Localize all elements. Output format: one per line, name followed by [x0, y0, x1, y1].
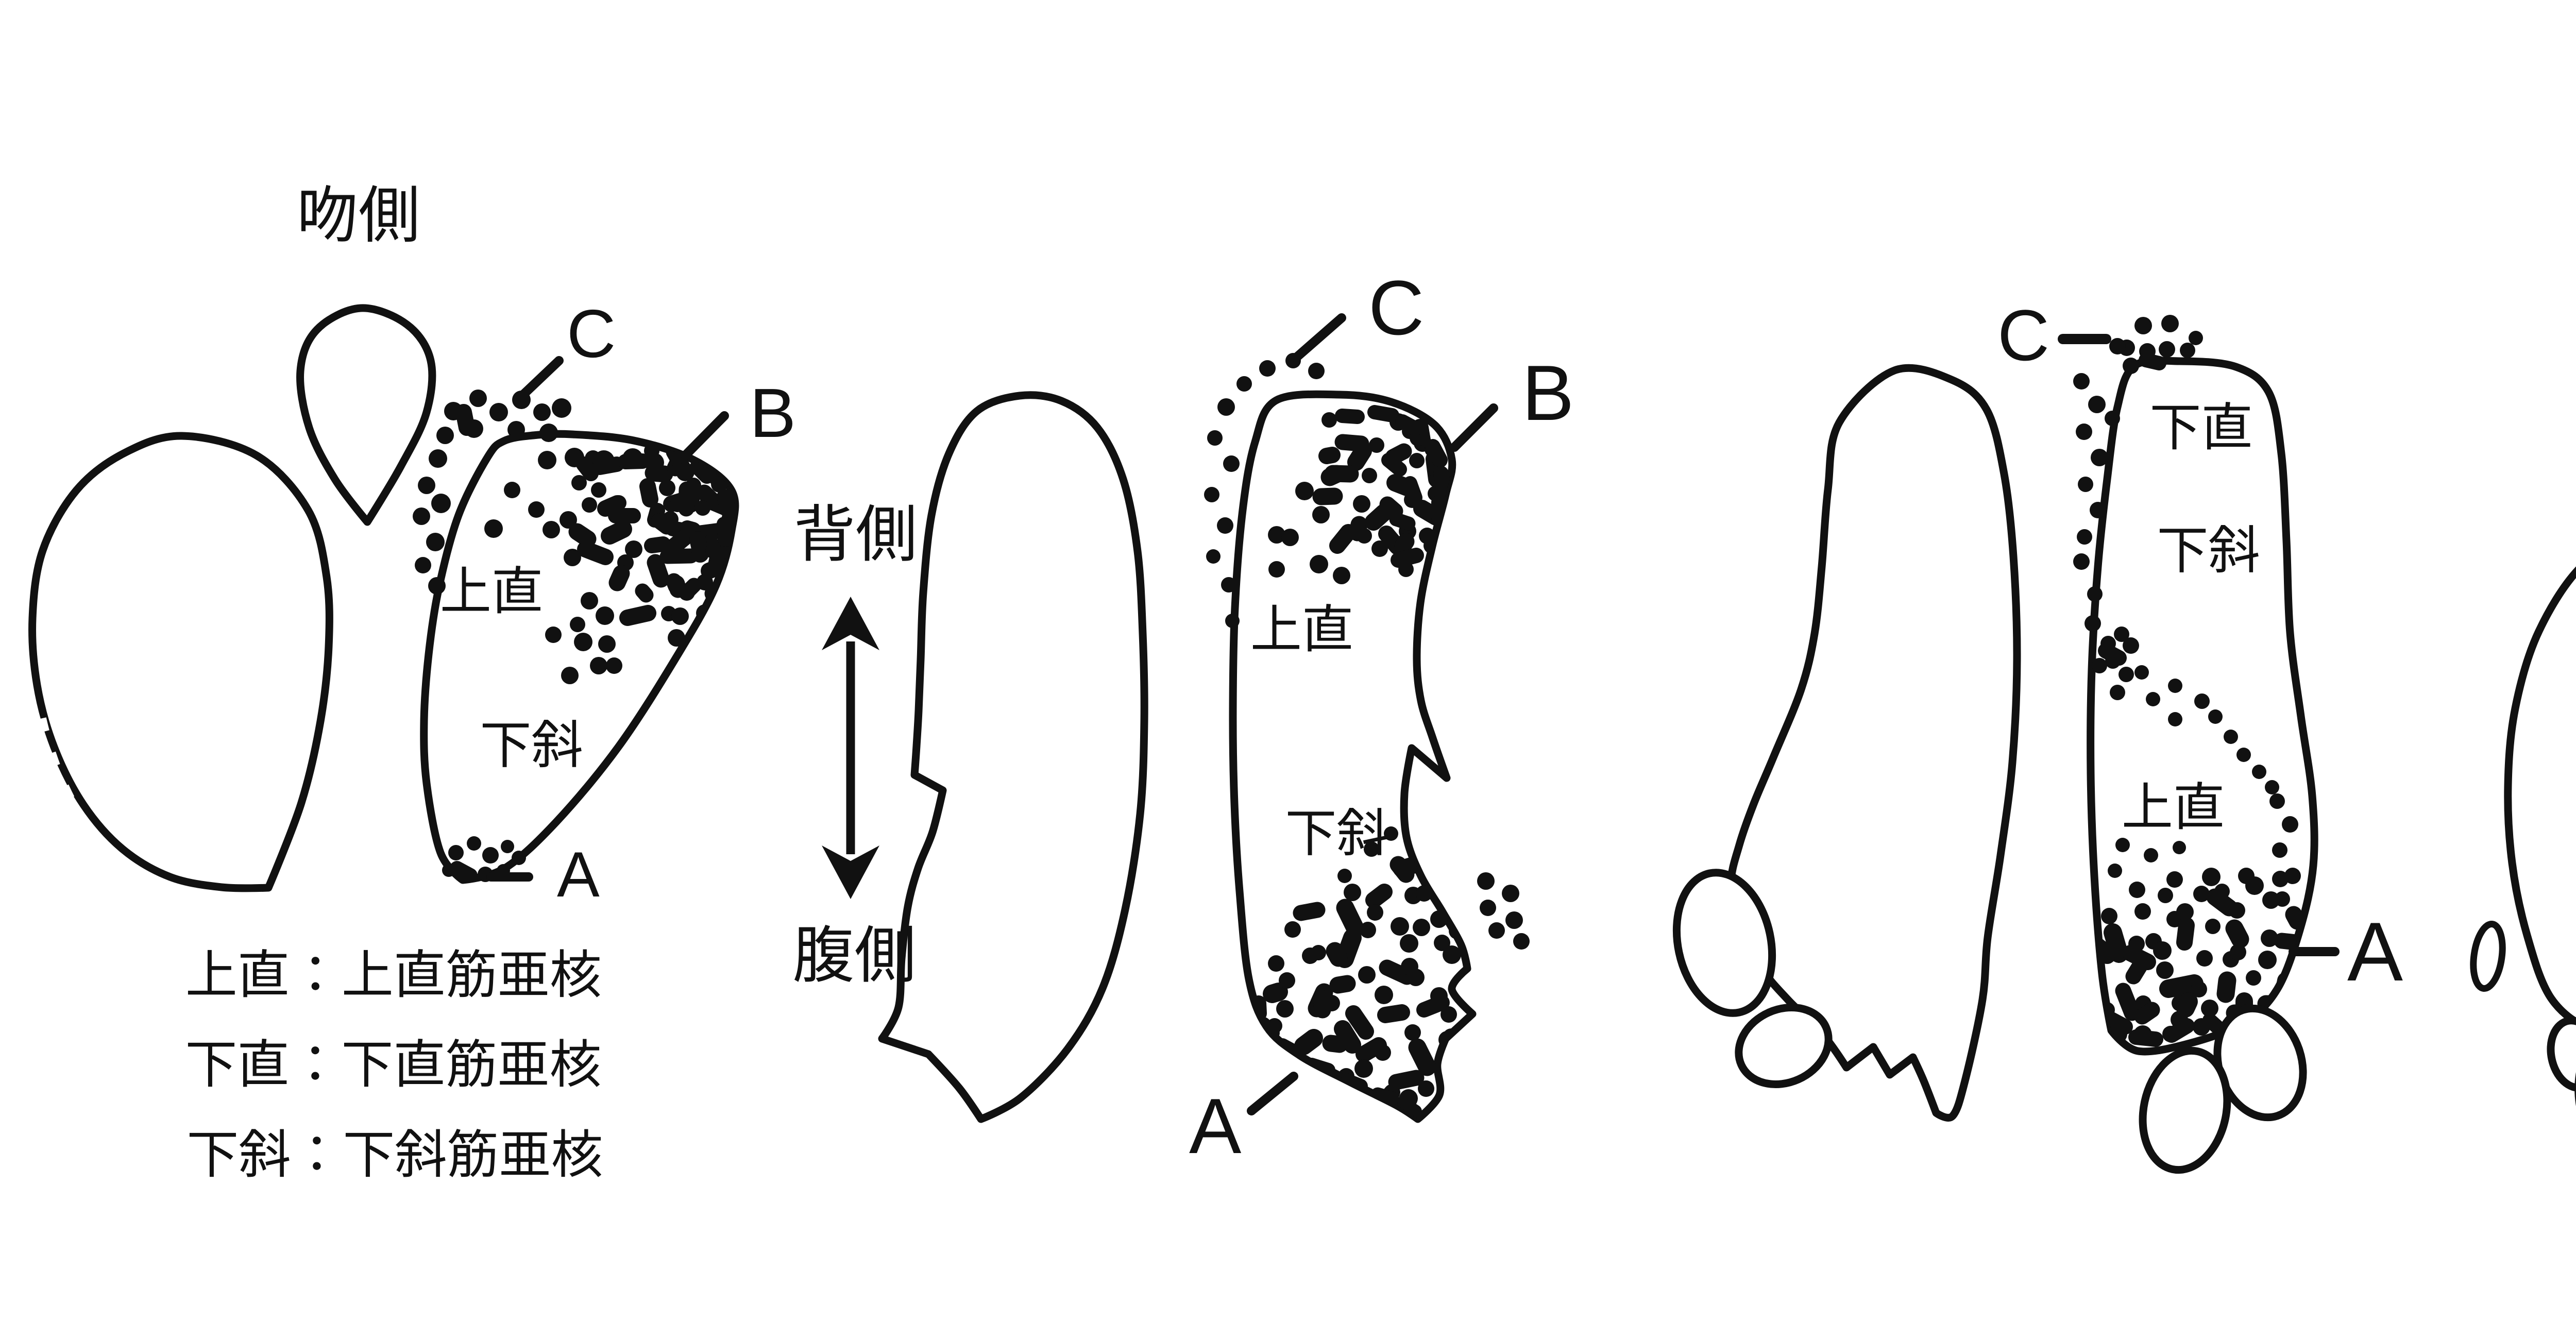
svg-text:C: C: [567, 296, 616, 371]
svg-text:C: C: [1997, 295, 2049, 376]
svg-text:A: A: [1189, 1082, 1242, 1170]
svg-text:B: B: [750, 374, 796, 452]
svg-text:A: A: [2347, 905, 2403, 999]
svg-text:A: A: [557, 839, 600, 910]
svg-text:B: B: [1522, 349, 1574, 437]
svg-text:C: C: [1368, 264, 1424, 351]
